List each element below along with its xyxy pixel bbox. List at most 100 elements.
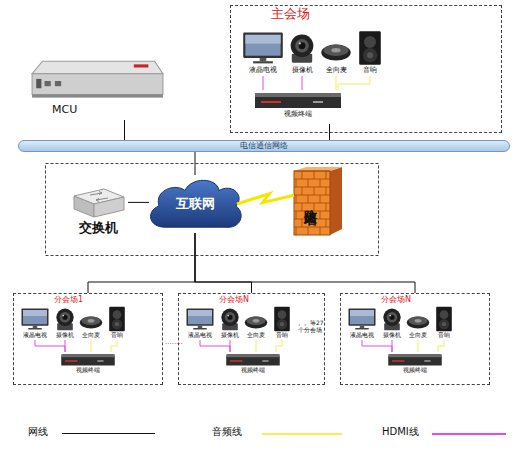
svg-shape bbox=[405, 306, 431, 332]
line-shape bbox=[308, 227, 309, 235]
branch-venue-box: 分会场N液晶电视摄像机全向麦音响视频终端 bbox=[178, 293, 325, 385]
tv-device: 液晶电视 bbox=[185, 306, 215, 340]
line-shape bbox=[326, 187, 327, 195]
svg-shape bbox=[30, 58, 165, 104]
circle-shape bbox=[56, 309, 73, 326]
node-label: 音响 bbox=[438, 332, 450, 339]
legend-text: 音频线 bbox=[212, 426, 242, 438]
node-label: 液晶电视 bbox=[188, 332, 212, 339]
rect-shape bbox=[294, 171, 330, 235]
line-shape bbox=[314, 219, 315, 227]
venue-title: 主会场 bbox=[231, 6, 501, 22]
node-label: 音响 bbox=[276, 332, 288, 339]
speaker-device: 音响 bbox=[269, 306, 295, 340]
legend-text: 网线 bbox=[28, 426, 48, 438]
circle-shape bbox=[291, 34, 314, 57]
terminal-icon bbox=[225, 352, 281, 367]
ellipse-shape bbox=[408, 316, 427, 325]
node-label: 视频终端 bbox=[403, 367, 427, 374]
rect-shape bbox=[33, 326, 38, 328]
rect-shape bbox=[349, 309, 376, 326]
circle-shape bbox=[60, 312, 70, 322]
circle-shape bbox=[113, 310, 122, 319]
node-label: 摄像机 bbox=[221, 332, 239, 339]
node-label: 互联网 bbox=[176, 197, 215, 212]
circle-shape bbox=[389, 315, 391, 317]
mic-icon bbox=[243, 306, 269, 332]
terminal-icon bbox=[253, 90, 343, 110]
ellipse-shape bbox=[88, 319, 95, 322]
camera-icon bbox=[217, 306, 243, 332]
node-label: 摄像机 bbox=[292, 66, 313, 74]
circle-shape bbox=[299, 42, 301, 44]
rect-shape bbox=[424, 360, 430, 362]
network-group-box bbox=[46, 164, 379, 256]
circle-shape bbox=[442, 322, 446, 326]
node-label: 液晶电视 bbox=[249, 66, 277, 74]
speaker-icon bbox=[353, 30, 387, 66]
path-shape bbox=[226, 354, 280, 365]
node-label: 全向麦 bbox=[326, 66, 347, 74]
rect-shape bbox=[261, 101, 281, 103]
ellipse-shape bbox=[253, 319, 260, 322]
cable-line bbox=[256, 340, 257, 352]
line-shape bbox=[326, 219, 327, 227]
svg-shape bbox=[225, 352, 281, 367]
mic-device: 全向麦 bbox=[243, 306, 269, 340]
speaker-icon bbox=[269, 306, 295, 332]
svg-shape bbox=[68, 185, 128, 221]
mic-icon bbox=[78, 306, 104, 332]
svg-shape bbox=[243, 306, 269, 332]
rect-shape bbox=[32, 95, 163, 98]
cable-line bbox=[35, 340, 65, 352]
rect-shape bbox=[230, 360, 242, 362]
node-label: 摄像机 bbox=[56, 332, 74, 339]
ellipse-shape bbox=[81, 316, 100, 325]
node-label: 防火墙 bbox=[303, 198, 318, 204]
circle-shape bbox=[363, 48, 377, 62]
cable-line bbox=[302, 76, 303, 90]
rect-shape bbox=[274, 307, 290, 331]
cable-line bbox=[263, 76, 264, 90]
circle-shape bbox=[295, 39, 309, 53]
cable-line bbox=[195, 152, 196, 175]
svg-shape bbox=[353, 30, 387, 66]
path-shape bbox=[90, 192, 108, 202]
cable-line bbox=[200, 340, 230, 352]
rect-shape bbox=[226, 354, 280, 357]
ellipse-shape bbox=[331, 48, 340, 53]
svg-shape bbox=[104, 306, 130, 332]
circle-shape bbox=[367, 52, 373, 58]
cable-line bbox=[230, 340, 231, 352]
path-shape bbox=[74, 196, 94, 217]
cable-line bbox=[329, 124, 330, 140]
mic-device: 全向麦 bbox=[405, 306, 431, 340]
rect-shape bbox=[198, 326, 203, 328]
rect-shape bbox=[355, 328, 369, 330]
line-shape bbox=[308, 179, 309, 187]
cable-line bbox=[128, 202, 149, 203]
rect-shape bbox=[350, 310, 374, 316]
line-shape bbox=[326, 203, 327, 211]
speaker-icon bbox=[104, 306, 130, 332]
circle-shape bbox=[440, 310, 449, 319]
cable-line bbox=[65, 340, 66, 352]
circle-shape bbox=[387, 312, 397, 322]
node-label: 视频终端 bbox=[241, 367, 265, 374]
line-shape bbox=[314, 187, 315, 195]
svg-shape bbox=[431, 306, 457, 332]
ellipse-shape bbox=[321, 45, 350, 61]
line-shape bbox=[326, 171, 327, 179]
node-label: 视频终端 bbox=[76, 367, 100, 374]
circle-shape bbox=[299, 42, 306, 49]
line-shape bbox=[294, 227, 330, 228]
rect-shape bbox=[97, 360, 103, 362]
venue-box: 主会场液晶电视摄像机全向麦音响视频终端 bbox=[230, 5, 502, 133]
line-shape bbox=[314, 203, 315, 211]
tv-icon bbox=[20, 306, 50, 332]
svg-shape bbox=[253, 90, 343, 110]
node-label: 全向麦 bbox=[409, 332, 427, 339]
mcu-icon bbox=[30, 58, 165, 104]
tv-icon bbox=[347, 306, 377, 332]
